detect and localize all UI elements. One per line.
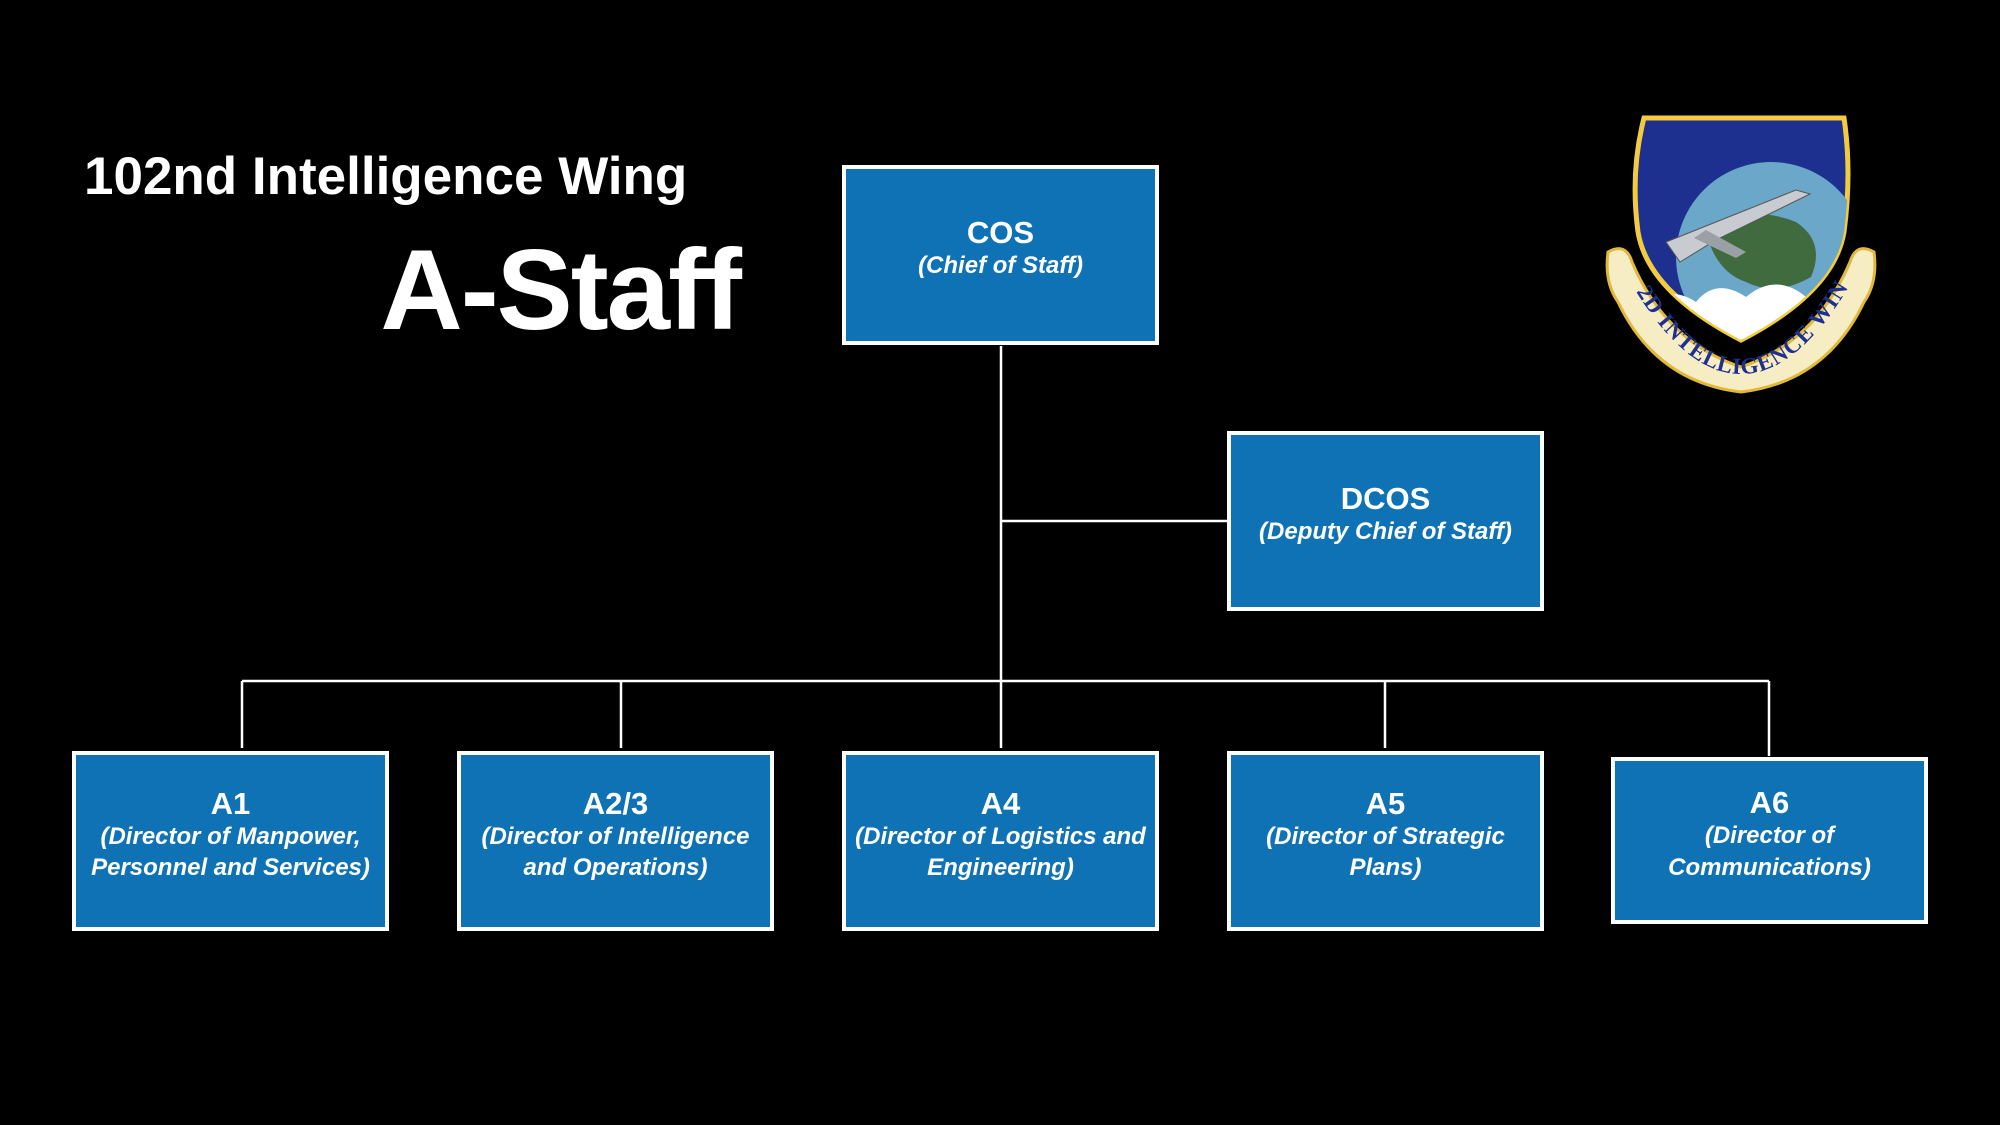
box-role: (Director of Intelligence and Operations… <box>481 822 750 882</box>
box-role: (Chief of Staff) <box>918 252 1083 280</box>
director-box-a1: A1 (Director of Manpower, Personnel and … <box>72 751 389 931</box>
box-role: (Director of Strategic Plans) <box>1266 822 1505 882</box>
box-code: A4 <box>980 785 1021 821</box>
page-title: A-Staff <box>380 227 742 354</box>
director-box-a4: A4 (Director of Logistics and Engineerin… <box>842 751 1159 931</box>
director-box-a23: A2/3 (Director of Intelligence and Opera… <box>457 751 774 931</box>
box-role: (Director of Communications) <box>1668 822 1871 881</box>
cos-box: COS (Chief of Staff) <box>842 165 1159 345</box>
wing-emblem-logo: 102D INTELLIGENCE WING <box>1596 112 1877 394</box>
box-code: DCOS <box>1340 481 1431 517</box>
box-code: A5 <box>1365 785 1406 821</box>
director-box-a6: A6 (Director of Communications) <box>1611 757 1928 924</box>
scroll-banner <box>1605 247 1877 394</box>
box-role: (Director of Logistics and Engineering) <box>855 822 1146 882</box>
box-code: A6 <box>1749 785 1790 821</box>
dcos-box: DCOS (Deputy Chief of Staff) <box>1227 431 1544 611</box>
box-role: (Director of Manpower, Personnel and Ser… <box>91 822 370 882</box>
box-code: A2/3 <box>582 785 649 821</box>
aircraft-wing <box>1694 230 1746 258</box>
org-name: 102nd Intelligence Wing <box>84 147 688 206</box>
box-code: COS <box>966 215 1035 251</box>
box-role: (Deputy Chief of Staff) <box>1259 518 1512 546</box>
aircraft <box>1665 189 1812 263</box>
box-code: A1 <box>210 785 251 821</box>
director-box-a5: A5 (Director of Strategic Plans) <box>1227 751 1544 931</box>
landmass <box>1706 214 1816 289</box>
